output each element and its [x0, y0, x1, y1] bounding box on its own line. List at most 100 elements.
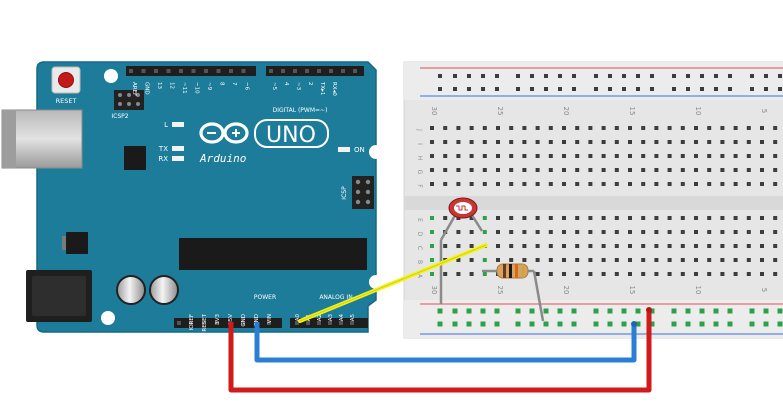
rail-hole-active: [713, 308, 719, 314]
grid-hole: [496, 168, 500, 172]
grid-hole: [522, 126, 527, 130]
grid-hole: [773, 182, 778, 186]
grid-hole: [496, 154, 500, 158]
grid-hole: [469, 272, 474, 276]
power-jack-face: [32, 276, 86, 316]
grid-hole: [707, 126, 712, 130]
rail-hole: [714, 74, 718, 78]
grid-hole: [746, 140, 751, 144]
digital-pin-label: ~3: [295, 82, 301, 91]
grid-hole: [773, 140, 778, 144]
rail-hole-active: [571, 308, 577, 314]
digital-pin-label: 12: [169, 82, 175, 89]
rail-hole: [608, 74, 612, 78]
rail-hole-active: [543, 308, 549, 314]
power-pin-label: 5V: [228, 314, 234, 321]
grid-hole: [733, 168, 738, 172]
grid-hole: [733, 230, 738, 234]
grid-hole: [548, 154, 553, 158]
grid-hole: [496, 140, 500, 144]
led-rx-label: RX: [158, 155, 168, 163]
grid-hole: [548, 230, 553, 234]
header-hole: [241, 321, 245, 325]
grid-hole: [746, 168, 751, 172]
rail-hole-active: [635, 321, 641, 327]
grid-hole: [641, 230, 646, 234]
analog-pin-label: A0: [295, 314, 301, 322]
grid-hole: [667, 230, 672, 234]
rail-hole-active: [621, 321, 627, 327]
power-pin-label: 3V3: [215, 314, 221, 325]
rail-hole-active: [699, 308, 705, 314]
grid-hole: [733, 216, 738, 220]
grid-hole: [522, 154, 527, 158]
grid-hole: [522, 182, 527, 186]
photoresistor-leg-1: [439, 211, 459, 241]
rail-hole-active: [727, 308, 733, 314]
rail-hole: [594, 74, 598, 78]
rail-hole-active: [452, 308, 458, 314]
grid-hole: [707, 244, 712, 248]
grid-hole: [588, 258, 593, 262]
rail-hole-active: [671, 321, 677, 327]
digital-pin-label: ~11: [181, 82, 187, 94]
grid-hole: [614, 182, 619, 186]
rail-hole-active: [607, 308, 613, 314]
grid-hole: [773, 244, 778, 248]
grid-hole: [641, 182, 646, 186]
rail-hole: [481, 87, 485, 91]
analog-pin-label: A5: [350, 314, 356, 322]
grid-hole: [746, 216, 751, 220]
digital-pin-label: 7: [231, 82, 237, 86]
grid-hole: [535, 216, 540, 220]
reset-button-cap[interactable]: [58, 72, 74, 88]
grid-hole: [641, 216, 646, 220]
grid-hole: [733, 126, 738, 130]
grid-hole-active: [430, 230, 434, 234]
grid-hole: [746, 182, 751, 186]
digital-pin-label: 13: [156, 82, 162, 89]
grid-hole: [430, 126, 434, 130]
rail-hole: [714, 87, 718, 91]
grid-hole: [456, 154, 461, 158]
grid-hole: [628, 140, 632, 144]
column-number: 25: [496, 286, 504, 295]
rail-hole-active: [749, 321, 755, 327]
grid-hole: [760, 140, 764, 144]
rail-hole-active: [543, 321, 549, 327]
row-letter: I: [416, 143, 423, 145]
header-hole: [305, 69, 309, 73]
row-letter: F: [416, 184, 423, 188]
power-pin-label: GND: [254, 314, 260, 327]
grid-hole: [707, 168, 712, 172]
rail-hole: [764, 87, 768, 91]
grid-hole: [535, 230, 540, 234]
grid-hole: [535, 126, 540, 130]
grid-hole: [509, 126, 514, 130]
resistor-band-2: [509, 264, 512, 278]
rail-hole-active: [649, 321, 655, 327]
grid-hole: [469, 168, 474, 172]
rail-hole-active: [685, 308, 691, 314]
grid-hole: [469, 154, 474, 158]
grid-hole: [456, 244, 461, 248]
grid-hole: [588, 126, 593, 130]
grid-hole: [707, 272, 712, 276]
grid-hole: [456, 230, 461, 234]
grid-hole: [720, 272, 725, 276]
rail-hole-active: [749, 308, 755, 314]
rail-hole-active: [607, 321, 613, 327]
grid-hole: [575, 272, 580, 276]
digital-header-right: [266, 66, 364, 76]
rail-hole: [686, 87, 690, 91]
resistor: [482, 263, 545, 322]
led-on-label: ON: [354, 146, 365, 154]
power-pin-label: IOREF: [189, 314, 195, 330]
grid-hole-active: [430, 272, 434, 276]
led-l: [172, 122, 184, 127]
analog-label: ANALOG IN: [319, 294, 352, 301]
grid-hole: [628, 182, 632, 186]
rail-hole-active: [480, 308, 486, 314]
